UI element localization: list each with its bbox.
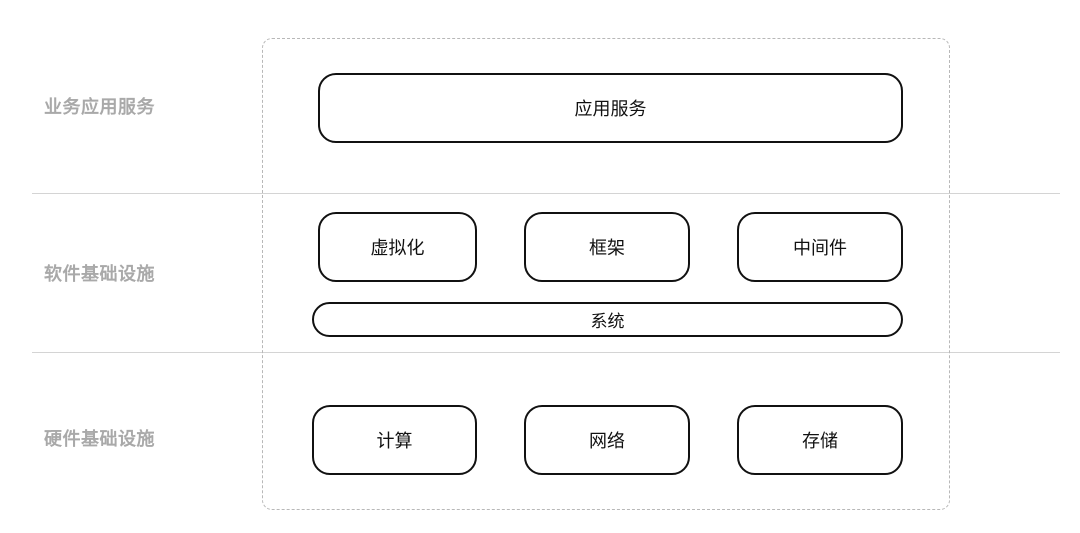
- layer-label-hardware: 硬件基础设施: [44, 429, 155, 450]
- layer-label-business: 业务应用服务: [44, 97, 155, 118]
- system-box: 系统: [312, 302, 903, 337]
- framework-label: 框架: [589, 238, 625, 259]
- app-service-label: 应用服务: [574, 99, 647, 120]
- network-box: 网络: [524, 405, 690, 475]
- layer-divider-top: [32, 193, 1060, 194]
- compute-label: 计算: [376, 431, 413, 452]
- storage-box: 存储: [737, 405, 903, 475]
- virtualization-box: 虚拟化: [318, 212, 477, 282]
- dashed-container: [262, 38, 950, 510]
- framework-box: 框架: [524, 212, 690, 282]
- system-label: 系统: [590, 312, 625, 332]
- compute-box: 计算: [312, 405, 477, 475]
- middleware-label: 中间件: [793, 238, 847, 259]
- layer-label-software: 软件基础设施: [44, 264, 155, 285]
- virtualization-label: 虚拟化: [370, 238, 425, 259]
- layer-divider-bottom: [32, 352, 1060, 353]
- app-service-box: 应用服务: [318, 73, 903, 143]
- middleware-box: 中间件: [737, 212, 903, 282]
- storage-label: 存储: [802, 431, 838, 452]
- network-label: 网络: [589, 431, 625, 452]
